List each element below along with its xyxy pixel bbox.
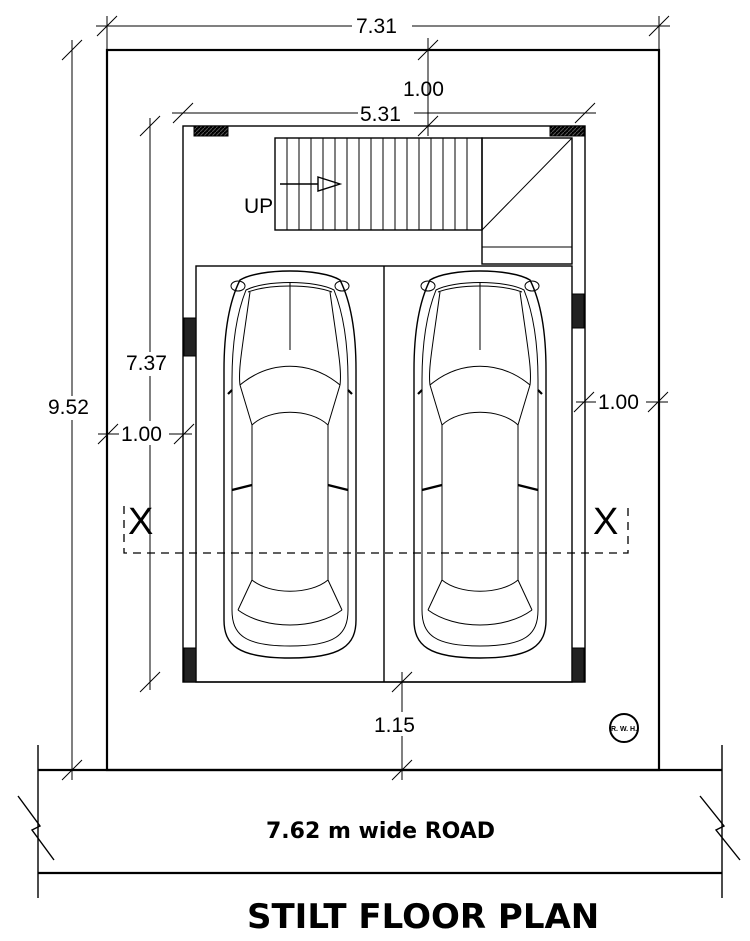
svg-text:1.00: 1.00 [403, 78, 444, 101]
stair-up-label: UP [244, 195, 273, 218]
dimension-plot-width: 7.31 [96, 14, 670, 50]
column [193, 125, 229, 137]
road-label: 7.62 m wide ROAD [266, 819, 495, 844]
dimension-right-setback: 1.00 [573, 389, 669, 414]
section-marker-right: X [593, 501, 618, 543]
dimension-left-setback: 1.00 [97, 421, 195, 446]
drawing-title: STILT FLOOR PLAN [247, 897, 599, 937]
column [571, 293, 585, 329]
column [571, 647, 585, 683]
svg-text:9.52: 9.52 [48, 396, 89, 419]
column [549, 125, 585, 137]
staircase: UP [244, 137, 573, 265]
rwh-pit: R. W. H. [609, 713, 639, 743]
road: 7.62 m wide ROAD [17, 745, 741, 898]
section-line: X X [123, 501, 629, 554]
dimension-building-depth: 7.37 [123, 115, 177, 693]
dimension-building-width: 5.31 [172, 102, 596, 126]
column [183, 317, 197, 357]
dimension-rear-setback: 1.00 [403, 38, 444, 137]
dimension-plot-depth: 9.52 [46, 39, 98, 781]
car-right [412, 269, 548, 660]
svg-text:1.00: 1.00 [121, 423, 162, 446]
dimension-front-setback: 1.15 [372, 671, 424, 781]
svg-text:R. W. H.: R. W. H. [611, 726, 637, 733]
svg-text:7.37: 7.37 [126, 352, 167, 375]
svg-text:5.31: 5.31 [360, 103, 401, 126]
svg-text:7.31: 7.31 [356, 15, 397, 38]
svg-text:1.15: 1.15 [374, 714, 415, 737]
svg-text:1.00: 1.00 [598, 391, 639, 414]
car-left [222, 269, 358, 660]
column [183, 647, 197, 683]
section-marker-left: X [128, 501, 153, 543]
